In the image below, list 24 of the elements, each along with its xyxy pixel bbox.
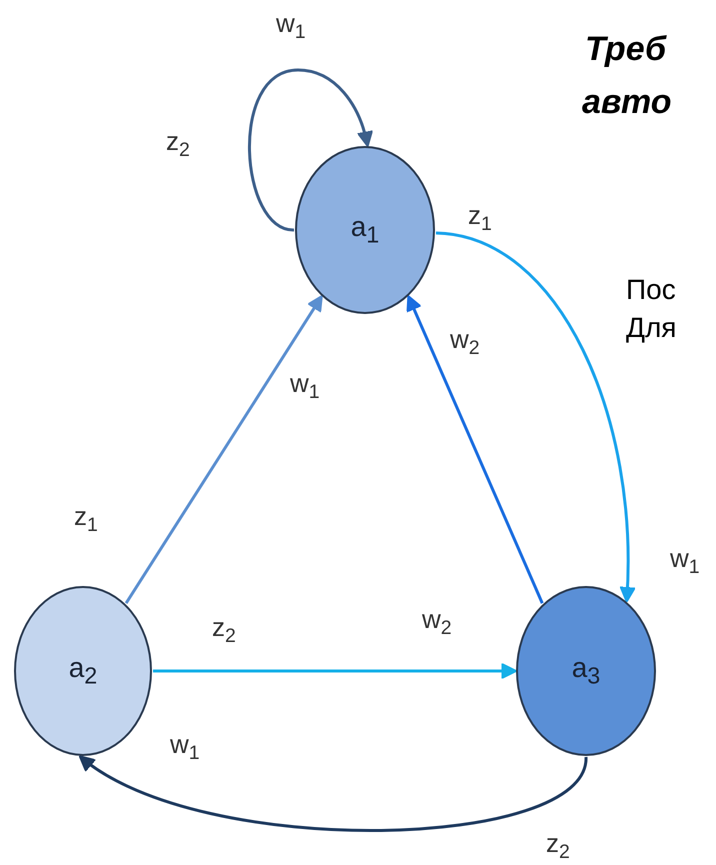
transition-label: w$_{1}$ — [276, 10, 306, 43]
transition-label: w$_{2}$ — [450, 326, 480, 359]
transition-label: z$_{2}$ — [212, 614, 236, 647]
transition-arrow — [436, 231, 636, 603]
transition-label: w$_{1}$ — [290, 370, 320, 403]
state-label: a$_{1}$ — [350, 211, 380, 249]
transition-label: w$_{1}$ — [670, 545, 700, 578]
heading-fragment: авто — [582, 85, 672, 119]
state-label: a$_{3}$ — [572, 652, 600, 690]
text-fragment: Для — [626, 314, 676, 342]
heading-fragment: Треб — [585, 32, 666, 66]
self-loop-arrow — [248, 68, 373, 232]
transition-label: z$_{1}$ — [468, 202, 492, 235]
transition-arrow — [406, 294, 544, 604]
transition-label: w$_{1}$ — [170, 731, 200, 764]
transition-arrow — [78, 755, 588, 832]
state-label: a$_{2}$ — [68, 652, 98, 690]
transition-label: z$_{1}$ — [74, 503, 98, 536]
transition-label: w$_{2}$ — [422, 606, 452, 639]
text-fragment: Пос — [626, 276, 676, 304]
transition-label: z$_{2}$ — [546, 830, 570, 863]
transition-arrow — [124, 294, 323, 604]
transition-arrow — [153, 662, 518, 680]
transition-label: z$_{2}$ — [166, 128, 190, 161]
